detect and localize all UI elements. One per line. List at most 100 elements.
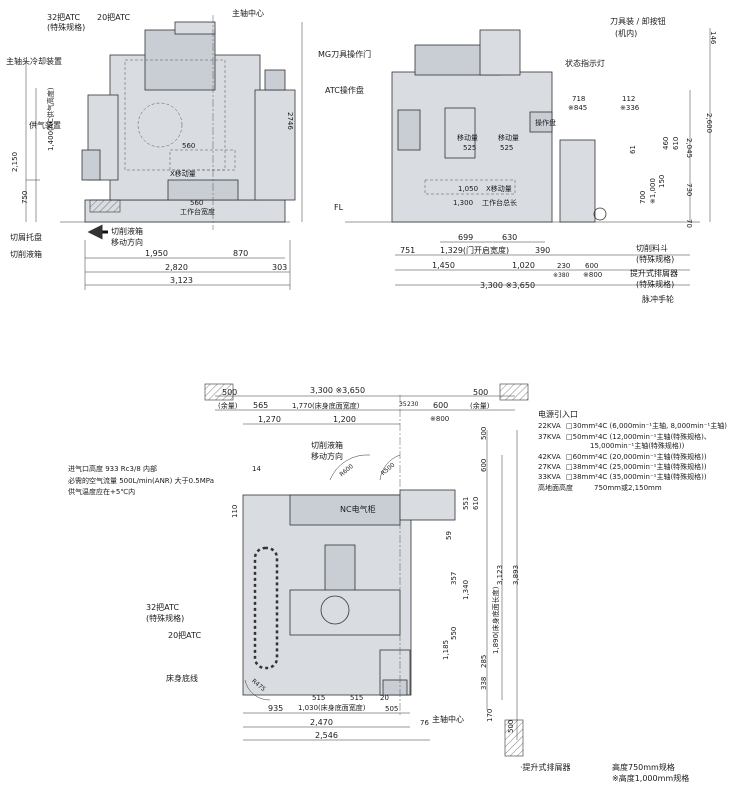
- plan-dim-76: 76: [420, 719, 429, 727]
- plan-dim-500l: 500: [222, 388, 237, 397]
- front-worktable: [167, 179, 239, 201]
- power-spec-2: 15,000min⁻¹主轴(特殊规格)): [590, 441, 685, 450]
- side-mg-door-label: MG刀具操作门: [318, 49, 371, 59]
- plan-table: [289, 589, 401, 636]
- plan-dim-565: 565: [253, 401, 268, 410]
- side-dim-730: 730: [685, 183, 693, 196]
- plan-dim-110: 110: [231, 505, 239, 518]
- side-dim-1000: ※1,000: [649, 178, 657, 204]
- front-table-outline: [169, 149, 236, 171]
- plan-atc-magazine: [253, 546, 279, 670]
- side-worktable-total: 工作台总长: [482, 198, 517, 207]
- plan-door-arc-2: [379, 454, 401, 481]
- front-spindle-cooling-label: 主轴头冷却装置: [6, 56, 62, 66]
- plan-move-dir-label: 移动方向: [311, 451, 343, 461]
- power-kva-4: 27KVA: [538, 463, 561, 471]
- plan-dim-505: 505: [385, 705, 398, 713]
- side-dim-610: 610: [672, 137, 680, 150]
- side-move-label-l: 移动量: [457, 133, 478, 142]
- plan-bed-base-line: 床身底线: [166, 673, 198, 683]
- side-tool-clamp-note: (机内): [615, 28, 637, 38]
- side-lift-conveyor-label: 提升式排屑器: [630, 268, 678, 278]
- front-chip-tray-label: 切屑托盘: [10, 232, 42, 242]
- side-move-label-r: 移动量: [498, 133, 519, 142]
- side-dim-600: 600: [585, 262, 598, 270]
- plan-dim-600v: 600: [480, 459, 488, 472]
- plan-dim-285: 285: [480, 655, 488, 668]
- front-x-travel-label: X移动量: [170, 169, 196, 178]
- power-table-title: 电源引入口: [538, 409, 578, 419]
- plan-air-inlet: 进气口高度 933 Rc3/8 内部: [68, 464, 157, 473]
- plan-dim-1340: 1,340: [462, 580, 470, 600]
- front-chip-tray: [89, 199, 121, 213]
- plan-view: 500 (余量) 3,300 ※3,650 500 (余量) 565 1,770…: [68, 383, 529, 757]
- plan-dim-3123: 3,123: [496, 565, 504, 585]
- plan-bed-base-wid2: 1,030(床身底面宽度): [298, 703, 366, 712]
- side-dim-1050: 1,050: [458, 185, 478, 193]
- plan-bed-base-len: 1,890(床身底面长度): [491, 586, 500, 654]
- plan-r500: R500: [380, 462, 397, 478]
- plan-dim-935: 935: [268, 704, 283, 713]
- plan-dim-600: 600: [433, 401, 448, 410]
- side-dim-70: 70: [685, 219, 693, 228]
- side-dim-718: 718: [572, 95, 585, 103]
- front-view: 32把ATC (特殊规格) 20把ATC 主轴中心 主轴头冷却装置 供气装置 2…: [6, 8, 303, 290]
- side-dim-2045: 2,045: [685, 138, 693, 158]
- side-dim-525b: 525: [500, 144, 513, 152]
- plan-wall-bottom: [504, 719, 524, 757]
- plan-door-arc-3: [244, 679, 271, 701]
- side-dim-1450: 1,450: [432, 261, 455, 270]
- plan-margin-r: (余量): [470, 401, 490, 410]
- front-dim-2820: 2,820: [165, 263, 188, 272]
- plan-dim-20: 20: [380, 694, 389, 702]
- front-dim-1950: 1,950: [145, 249, 168, 258]
- side-pulse-wheel-label: 脉冲手轮: [642, 294, 674, 304]
- plan-dim-2546: 2,546: [315, 731, 338, 740]
- plan-right-unit: [399, 489, 456, 521]
- plan-spindle-center-label: 主轴中心: [432, 714, 464, 724]
- side-dim-1020: 1,020: [512, 261, 535, 270]
- power-spec-4: □38mm²4C (25,000min⁻¹主轴(特殊规格)): [566, 462, 707, 471]
- side-dim-112: 112: [622, 95, 635, 103]
- plan-dim-357: 357: [450, 572, 458, 585]
- side-dim-390: 390: [535, 246, 550, 255]
- plan-dim-14: 14: [252, 465, 261, 473]
- plan-nc-cabinet-label: NC电气柜: [340, 504, 376, 514]
- side-dim-61: 61: [629, 145, 637, 154]
- power-spec-0: □30mm²4C (6,000min⁻¹主轴, 8,000min⁻¹主轴): [566, 421, 727, 430]
- power-height-label: 高地面高度: [538, 483, 573, 492]
- plan-dim-550: 550: [450, 627, 458, 640]
- side-tool-unit: [479, 29, 521, 76]
- power-spec-5: □38mm²4C (35,000min⁻¹主轴(特殊规格)): [566, 472, 707, 481]
- plan-dim-800: ※800: [430, 415, 449, 423]
- plan-margin-l: (余量): [218, 401, 238, 410]
- plan-atc32-label: 32把ATC: [146, 602, 179, 612]
- front-dim-560b: 560: [190, 199, 203, 207]
- side-dim-1300: 1,300: [453, 199, 473, 207]
- side-chip-bucket-note: (特殊规格): [636, 254, 674, 264]
- side-dim-1329: 1,329(门开启宽度): [440, 245, 509, 255]
- side-lift-conveyor-note: (特殊规格): [636, 279, 674, 289]
- side-dim-630: 630: [502, 233, 517, 242]
- side-dim-751: 751: [400, 246, 415, 255]
- side-op-panel-label: 操作盘: [535, 118, 556, 127]
- front-air-supply-label: 供气装置: [29, 120, 61, 130]
- side-tool-clamp-label: 刀具装 / 卸按钮: [610, 16, 666, 26]
- plan-door-arc-1: [329, 454, 371, 481]
- plan-bed-base-width: 1,770(床身底面宽度): [292, 401, 360, 410]
- side-op-panel: [529, 111, 553, 133]
- plan-dim-59: 59: [445, 531, 453, 540]
- front-dim-2746: 2746: [286, 112, 294, 130]
- side-dim-699: 699: [458, 233, 473, 242]
- side-wheel: [593, 207, 607, 221]
- plan-dim-1185: 1,185: [442, 640, 450, 660]
- front-atc32-label: 32把ATC: [47, 12, 80, 22]
- front-worktable-width: 工作台宽度: [180, 207, 215, 216]
- plan-atc32-note: (特殊规格): [146, 613, 184, 623]
- side-dim-845: ※845: [568, 104, 587, 112]
- plan-dim-230: 230: [407, 401, 419, 408]
- side-dim-146: 146: [709, 31, 717, 45]
- footnote-height-750: 高度750mm规格: [612, 762, 675, 772]
- plan-dim-500t: 500: [480, 427, 488, 440]
